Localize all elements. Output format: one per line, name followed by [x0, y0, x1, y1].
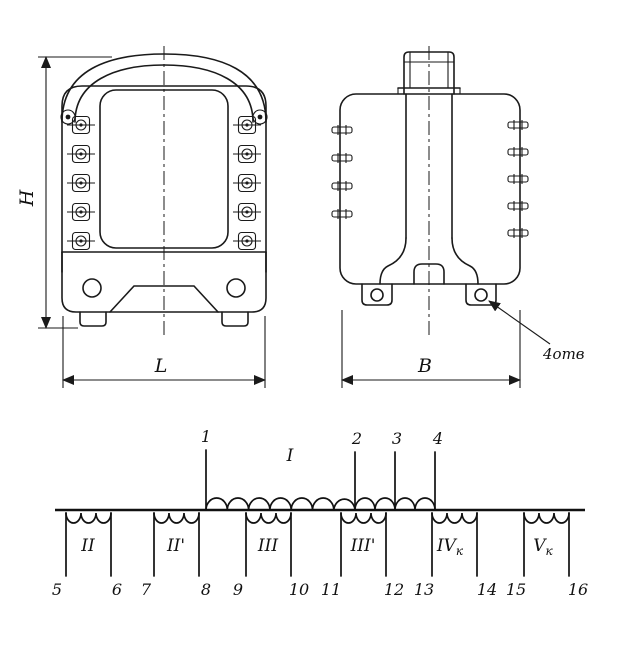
- dimension-L-label: L: [154, 355, 168, 377]
- terminal-5-label: 5: [52, 580, 62, 599]
- winding-label: II: [80, 536, 95, 556]
- terminal-16-label: 16: [568, 580, 588, 599]
- terminal-lug: [507, 119, 529, 131]
- terminal-lugs-left: [331, 124, 353, 220]
- terminal-4-label: 4: [432, 429, 443, 448]
- secondary-winding-Vk: Vк 15 16: [506, 512, 588, 599]
- foot-hole-right: [474, 288, 488, 302]
- winding-label: IVк: [436, 536, 464, 558]
- coil-window: [99, 89, 229, 249]
- terminal-3-label: 3: [392, 429, 402, 448]
- terminal-lug: [331, 124, 353, 136]
- coil-column: [379, 93, 479, 285]
- bracket-bend: [109, 285, 219, 313]
- foot-hole-left: [370, 288, 384, 302]
- coil-arcs: [245, 512, 292, 524]
- foot-left: [79, 311, 107, 327]
- coil-arcs: [153, 512, 200, 524]
- top-clamp-strap: [60, 53, 268, 125]
- holes-leader-line: [488, 300, 551, 345]
- holes-note-label: 4отв: [542, 345, 585, 363]
- dimension-H-label: H: [16, 189, 38, 207]
- foot-left: [361, 283, 393, 306]
- winding-label: III: [257, 536, 278, 556]
- terminal-6-label: 6: [112, 580, 122, 599]
- foot-right: [465, 283, 497, 306]
- terminal-2-label: 2: [351, 429, 362, 448]
- terminal-bolt: [66, 144, 96, 164]
- bell-notch: [413, 263, 445, 285]
- foot-right: [221, 311, 249, 327]
- side-view: B 4отв: [331, 46, 585, 388]
- terminal-13-label: 13: [414, 580, 434, 599]
- terminal-7-label: 7: [141, 580, 152, 599]
- terminal-bolt: [232, 202, 262, 222]
- dimension-B: B: [341, 310, 521, 388]
- terminal-bolt: [232, 173, 262, 193]
- terminal-12-label: 12: [384, 580, 404, 599]
- primary-winding-label: I: [286, 446, 294, 466]
- coil-arcs: [523, 512, 570, 524]
- terminal-10-label: 10: [289, 580, 309, 599]
- terminal-11-label: 11: [321, 580, 341, 599]
- winding-label: III': [350, 536, 376, 556]
- secondary-winding-III-prime: III' 11 12: [321, 512, 404, 599]
- mounting-hole-right: [226, 278, 246, 298]
- winding-label: II': [166, 536, 185, 556]
- terminal-lug: [507, 146, 529, 158]
- dimension-L: L: [62, 316, 266, 388]
- secondary-winding-II-prime: II' 7 8: [141, 512, 211, 599]
- dimension-H: H: [16, 56, 112, 329]
- terminal-lug: [331, 208, 353, 220]
- terminal-bolt: [66, 173, 96, 193]
- terminal-14-label: 14: [477, 580, 497, 599]
- winding-schematic: 1 2 3 4 I II 5 6 II' 7 8: [52, 427, 588, 599]
- terminal-lugs-right: [507, 119, 529, 239]
- terminal-8-label: 8: [201, 580, 211, 599]
- terminal-1-label: 1: [201, 427, 211, 446]
- secondary-winding-II: II 5 6: [52, 512, 122, 599]
- holes-note: 4отв: [488, 300, 585, 363]
- terminal-bolts-left: [66, 115, 96, 251]
- front-view: H L: [16, 46, 268, 388]
- mounting-hole-left: [82, 278, 102, 298]
- side-body-outline: [339, 93, 521, 285]
- terminal-bolts-right: [232, 115, 262, 251]
- terminal-bolt: [66, 115, 96, 135]
- terminal-lug: [331, 180, 353, 192]
- terminal-bolt: [66, 202, 96, 222]
- coil-arcs: [340, 512, 387, 524]
- secondary-winding-IVk: IVк 13 14: [414, 512, 497, 599]
- secondary-winding-III: III 9 10: [233, 512, 309, 599]
- dimension-B-label: B: [417, 355, 432, 377]
- terminal-lug: [507, 173, 529, 185]
- coil-arcs: [431, 512, 478, 524]
- terminal-bolt: [66, 231, 96, 251]
- coil-arcs: [65, 512, 112, 524]
- terminal-bolt: [232, 231, 262, 251]
- winding-label: Vк: [533, 536, 553, 558]
- mounting-bracket: [61, 251, 267, 327]
- core-stack-outline: [61, 85, 267, 273]
- terminal-lug: [507, 200, 529, 212]
- terminal-lug: [507, 227, 529, 239]
- terminal-15-label: 15: [506, 580, 526, 599]
- terminal-bolt: [232, 144, 262, 164]
- terminal-bolt: [232, 115, 262, 135]
- primary-coil-arcs: [205, 497, 436, 511]
- terminal-lug: [331, 152, 353, 164]
- terminal-9-label: 9: [233, 580, 243, 599]
- primary-winding: 1 2 3 4 I: [201, 427, 443, 511]
